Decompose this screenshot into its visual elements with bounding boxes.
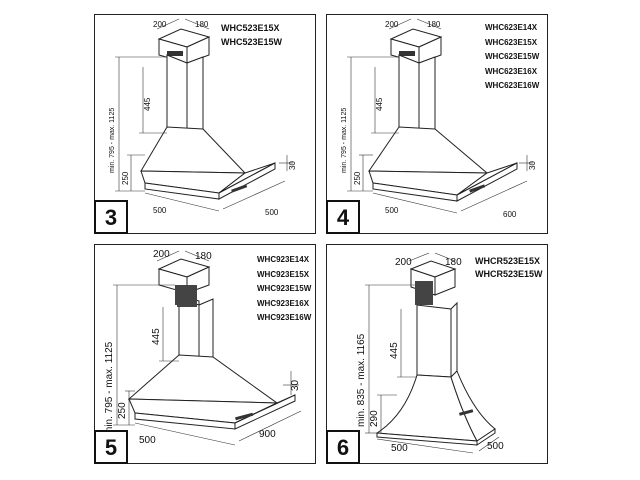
model-code: WHC923E15X <box>257 269 310 279</box>
top-depth-label: 200 <box>385 20 399 29</box>
figure-number-5: 5 <box>94 430 128 464</box>
width-label: 500 <box>265 208 279 217</box>
model-list-5: WHC923E14X WHC923E15X WHC923E15W WHC923E… <box>257 253 311 326</box>
rim-height-label: 30 <box>288 161 297 170</box>
model-list-3: WHC523E15X WHC523E15W <box>221 21 282 49</box>
model-list-6: WHCR523E15X WHCR523E15W <box>475 255 543 281</box>
model-code: WHC923E16X <box>257 298 310 308</box>
model-code: WHC923E16W <box>257 313 312 322</box>
model-code: WHC523E15X <box>221 23 280 33</box>
hood-drawing-5: 200 180 445 min. 795 - max. 1125 250 30 … <box>104 249 302 446</box>
hood-height-label: 250 <box>353 171 362 185</box>
top-width-label: 180 <box>445 257 462 268</box>
hood-drawing-4: 200 180 445 min. 795 - max. 1125 250 30 … <box>341 18 537 219</box>
depth-label: 500 <box>139 435 156 446</box>
width-label: 500 <box>487 441 504 452</box>
depth-label: 500 <box>391 443 408 454</box>
total-height-label: min. 795 - max. 1125 <box>104 341 115 435</box>
diagram-panel-3: 200 180 445 min. 795 - max. 1125 250 30 … <box>94 14 316 234</box>
top-depth-label: 200 <box>153 20 167 29</box>
model-code: WHCR523E15W <box>475 269 543 279</box>
total-height-label: min. 795 - max. 1125 <box>341 108 348 173</box>
diagram-panel-4: 200 180 445 min. 795 - max. 1125 250 30 … <box>326 14 548 234</box>
figure-number-3: 3 <box>94 200 128 234</box>
total-height-label: min. 835 - max. 1165 <box>356 333 367 427</box>
model-code: WHC623E15X <box>485 37 538 47</box>
model-code: WHC623E16X <box>485 66 538 76</box>
model-code: WHC623E16W <box>485 81 540 90</box>
top-width-label: 180 <box>427 20 441 29</box>
hood-drawing-3: 200 180 445 min. 795 - max. 1125 250 30 … <box>109 18 297 217</box>
figure-number-6: 6 <box>326 430 360 464</box>
hood-drawing-6: 200 180 445 min. 835 - max. 1165 290 500… <box>356 252 504 454</box>
depth-label: 500 <box>153 206 167 215</box>
model-code: WHC623E14X <box>485 23 538 32</box>
duct-height-label: 445 <box>375 97 384 111</box>
duct-height-label: 445 <box>151 328 162 345</box>
hood-height-label: 290 <box>369 410 380 427</box>
depth-label: 500 <box>385 206 399 215</box>
top-width-label: 180 <box>195 251 212 262</box>
diagram-panel-6: 200 180 445 min. 835 - max. 1165 290 500… <box>326 244 548 464</box>
model-list-4: WHC623E14X WHC623E15X WHC623E15W WHC623E… <box>485 21 539 94</box>
model-code: WHCR523E15X <box>475 256 541 266</box>
model-code: WHC523E15W <box>221 37 283 47</box>
total-height-label: min. 795 - max. 1125 <box>109 108 116 173</box>
rim-height-label: 30 <box>528 161 537 170</box>
duct-height-label: 445 <box>143 97 152 111</box>
hood-height-label: 250 <box>117 402 128 419</box>
top-depth-label: 200 <box>153 249 170 260</box>
rim-height-label: 30 <box>290 379 301 391</box>
duct-height-label: 445 <box>389 342 400 359</box>
top-depth-label: 200 <box>395 257 412 268</box>
width-label: 900 <box>259 429 276 440</box>
model-code: WHC923E15W <box>257 284 312 293</box>
model-code: WHC623E15W <box>485 52 540 61</box>
model-code: WHC923E14X <box>257 255 310 264</box>
diagram-panel-5: 200 180 445 min. 795 - max. 1125 250 30 … <box>94 244 316 464</box>
figure-number-4: 4 <box>326 200 360 234</box>
hood-height-label: 250 <box>121 171 130 185</box>
top-width-label: 180 <box>195 20 209 29</box>
width-label: 600 <box>503 210 517 219</box>
